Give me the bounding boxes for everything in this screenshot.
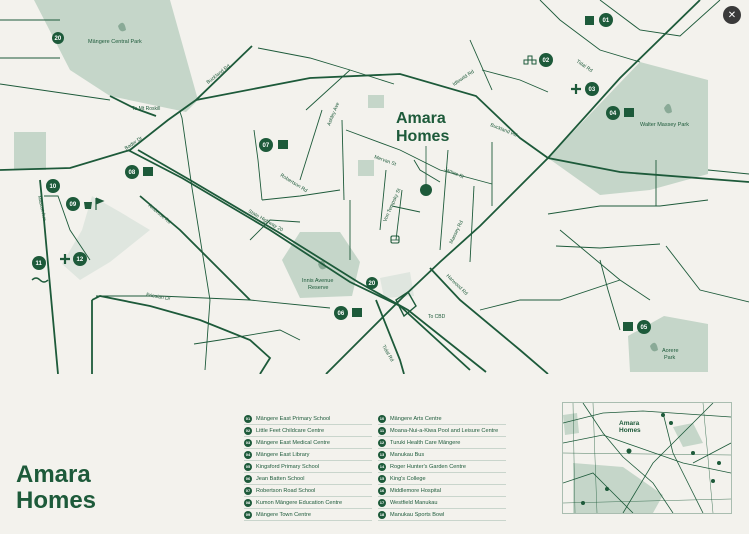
marker-09[interactable]: 09 xyxy=(66,197,105,211)
park-label-aorere-2: Park xyxy=(664,355,676,361)
park-label-innis-2: Reserve xyxy=(308,285,328,291)
marker-08[interactable]: 08 xyxy=(125,165,153,179)
brand-line-1: Amara xyxy=(16,461,91,488)
svg-text:07: 07 xyxy=(263,143,270,149)
development-label-2: Homes xyxy=(396,128,449,145)
svg-text:20: 20 xyxy=(55,36,62,42)
highway-shield-top: 20 xyxy=(52,32,64,44)
svg-text:12: 12 xyxy=(77,257,84,263)
road-label-friesian: Friesian Dr xyxy=(146,292,171,302)
book-icon xyxy=(623,322,633,331)
bus-icon xyxy=(390,235,400,244)
small-park-centre xyxy=(368,95,384,108)
mangere-central-park xyxy=(34,0,198,112)
flag-icon xyxy=(95,197,105,210)
inset-label-1: Amara xyxy=(619,420,640,427)
book-icon xyxy=(352,308,362,317)
inset-location-dot xyxy=(626,448,632,454)
highway-shield-motorway: 20 xyxy=(366,277,378,289)
svg-text:20: 20 xyxy=(369,281,376,287)
direction-cbd: To CBD xyxy=(428,314,446,320)
svg-text:05: 05 xyxy=(641,325,648,331)
leaf-icon xyxy=(650,342,658,352)
leaf-icon xyxy=(118,22,126,32)
park-label-innis-1: Innis Avenue xyxy=(302,278,333,284)
svg-text:10: 10 xyxy=(50,184,57,190)
inset-map-graphic: Amara Homes xyxy=(563,403,731,513)
swimmer-icon xyxy=(31,277,49,283)
inset-label-2: Homes xyxy=(619,427,641,434)
marker-12[interactable]: 12 xyxy=(60,252,87,266)
book-icon xyxy=(585,16,594,25)
marker-02[interactable]: 02 xyxy=(523,53,553,67)
small-park-motorway xyxy=(380,272,414,298)
svg-text:08: 08 xyxy=(129,170,136,176)
svg-text:11: 11 xyxy=(36,261,43,267)
main-roads xyxy=(0,0,749,374)
development-label-1: Amara xyxy=(396,110,446,127)
svg-text:09: 09 xyxy=(70,202,77,208)
book-icon xyxy=(624,108,634,117)
svg-text:03: 03 xyxy=(589,87,596,93)
medical-cross-icon xyxy=(571,84,581,94)
small-park-mid xyxy=(358,160,374,176)
school-blocks-icon xyxy=(523,55,537,65)
close-icon: ✕ xyxy=(727,9,737,21)
svg-text:02: 02 xyxy=(543,58,550,64)
marker-04[interactable]: 04 xyxy=(606,106,634,120)
marker-06[interactable]: 06 xyxy=(334,306,362,320)
brand-logo: Amara Homes xyxy=(16,462,96,514)
park-label-mangere-central: Māngere Central Park xyxy=(88,39,142,45)
marker-01[interactable]: 01 xyxy=(585,13,613,27)
small-park-left xyxy=(14,132,46,170)
motorway-interchange xyxy=(395,291,417,318)
walter-massey-park xyxy=(548,62,708,195)
book-icon xyxy=(143,167,153,176)
svg-text:01: 01 xyxy=(603,18,610,24)
book-icon xyxy=(278,140,288,149)
road-label-mascot: Mascot Ave xyxy=(36,195,47,222)
close-button[interactable]: ✕ xyxy=(723,6,741,24)
marker-10[interactable]: 10 xyxy=(46,179,60,193)
leaf-icon xyxy=(318,260,326,270)
area-map: Buckland Rd Buckland Rd Bader Dr Roberts… xyxy=(0,0,749,374)
shopping-bag-icon xyxy=(84,202,92,209)
medical-cross-icon xyxy=(60,254,70,264)
development-location-dot[interactable] xyxy=(420,184,432,196)
svg-text:06: 06 xyxy=(338,311,345,317)
direction-mt-roskill: To Mt Roskill xyxy=(132,106,160,112)
innis-avenue-reserve xyxy=(282,232,360,298)
svg-text:04: 04 xyxy=(610,111,617,117)
minor-streets xyxy=(0,0,749,371)
park-label-aorere-1: Aorere xyxy=(662,348,679,354)
park-label-walter-massey: Walter Massey Park xyxy=(640,122,689,128)
leaf-icon xyxy=(664,103,672,114)
marker-07[interactable]: 07 xyxy=(259,138,288,152)
marker-11[interactable]: 11 xyxy=(31,256,49,283)
marker-05[interactable]: 05 xyxy=(623,320,651,334)
brand-line-2: Homes xyxy=(16,487,97,514)
marker-03[interactable]: 03 xyxy=(571,82,599,96)
inset-overview-map[interactable]: Amara Homes xyxy=(562,402,732,514)
